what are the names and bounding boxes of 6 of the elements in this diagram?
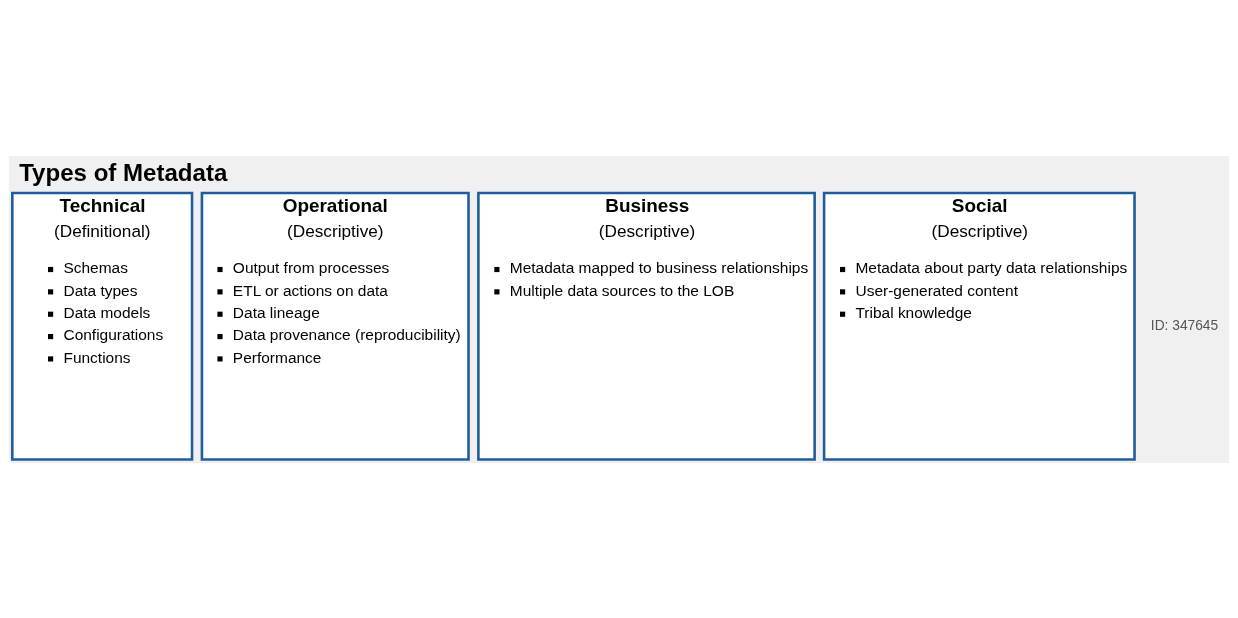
- node-box: Technical (Definitional) Schemas Data types Data models Configurations Functions: [11, 191, 194, 461]
- node-box: Operational (Descriptive) Output from processes ETL or actions on data Data lineage Data provenance (reproducibility) Performance: [200, 191, 470, 461]
- label: ID: 347645: [1150, 317, 1219, 333]
- diagram-title: Types of Metadata: [19, 158, 228, 186]
- node-box: Social (Descriptive) Metadata about party data relationships User-generated content Tribal knowledge: [822, 191, 1136, 461]
- node-box: Business (Descriptive) Metadata mapped to business relationships Multiple data sources to the LOB: [477, 191, 816, 461]
